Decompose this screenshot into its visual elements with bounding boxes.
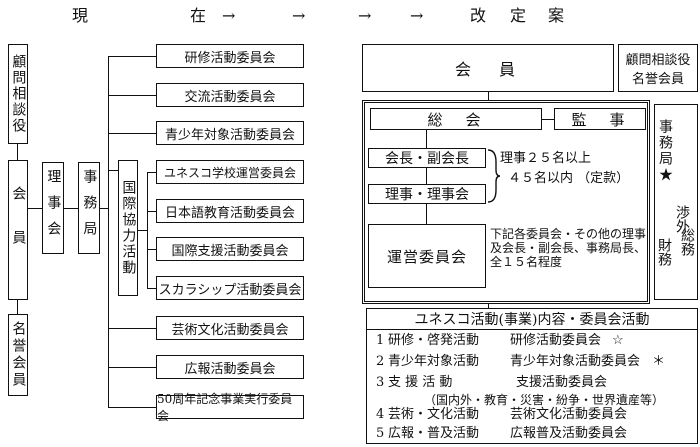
current-advisor-box: 顧問相談役 xyxy=(8,44,28,144)
activity-3-committee: 支援活動委員会 xyxy=(516,375,608,390)
current-committee-2: 青少年対象活動委員会 xyxy=(156,121,304,145)
secretariat-soumu: 総務 xyxy=(679,228,695,256)
board-note-1: 理事２５名以上 xyxy=(500,151,592,166)
activity-2-committee: 青少年対象活動委員会 xyxy=(510,354,641,369)
brace-icon xyxy=(487,149,501,203)
activity-3-no: 3 xyxy=(376,375,385,390)
current-member-box: 会員 xyxy=(8,160,28,300)
current-board-box: 理事会 xyxy=(42,162,64,254)
proposal-general-assembly: 総 会 xyxy=(370,108,542,130)
arrow-2: → xyxy=(292,6,306,25)
current-committee-3: ユネスコ学校運営委員会 xyxy=(156,160,304,184)
steering-note-line-1: 下記各委員会・その他の理事 xyxy=(490,227,647,241)
header-zai: 在 xyxy=(190,6,207,25)
activity-3-name: 支 援 活 動 xyxy=(388,375,453,390)
activity-5-committee: 広報普及活動委員会 xyxy=(510,426,628,441)
current-committee-7: 芸術文化活動委員会 xyxy=(156,316,304,340)
proposal-activities-box: ユネスコ活動(事業)内容・委員会活動 xyxy=(366,308,698,444)
current-advisor-text: 顧問相談役 xyxy=(10,54,27,134)
current-committee-4: 日本語教育活動委員会 xyxy=(156,199,304,223)
activity-5-name: 広報・普及活動 xyxy=(388,426,480,441)
activity-2-mark: ＊ xyxy=(652,354,666,369)
current-committee-1: 交流活動委員会 xyxy=(156,83,304,107)
activity-1-name: 研修・啓発活動 xyxy=(388,333,480,348)
secretariat-zaimu: 財務 xyxy=(656,238,672,266)
proposal-governance-frame xyxy=(362,100,650,304)
header-kai: 改 xyxy=(470,6,487,25)
proposal-honorary-text: 名誉会員 xyxy=(631,72,684,87)
current-secretariat-box: 事務局 xyxy=(78,162,100,254)
header-tei: 定 xyxy=(510,6,527,25)
proposal-auditor: 監 事 xyxy=(554,108,646,130)
activities-title: ユネスコ活動(事業)内容・委員会活動 xyxy=(367,309,697,330)
current-committee-6: スカラシップ活動委員会 xyxy=(156,276,304,300)
activity-5-no: 5 xyxy=(376,426,385,441)
current-honorary-text: 名誉会員 xyxy=(10,321,27,389)
secretariat-sections: 総務 xyxy=(677,228,697,256)
proposal-advisor-text: 顧問相談役 xyxy=(625,53,691,68)
current-committee-5: 国際支援活動委員会 xyxy=(156,237,304,261)
arrow-1: → xyxy=(222,6,236,25)
current-secretariat-text: 事務局 xyxy=(81,169,98,247)
header-an: 案 xyxy=(548,6,565,25)
proposal-board: 理事・理事会 xyxy=(368,184,486,204)
proposal-member-box: 会 員 xyxy=(362,44,614,92)
activity-1-committee: 研修活動委員会 xyxy=(510,333,602,348)
activity-4-name: 芸術・文化活動 xyxy=(388,407,480,422)
activity-3-note: （国内外・教育・災害・紛争・世界遺産等） xyxy=(424,393,665,407)
current-intl-text: 国際協力活動 xyxy=(120,180,137,276)
proposal-secretariat-box: 事務局★ 総務 xyxy=(654,104,698,300)
arrow-4: → xyxy=(410,6,424,25)
proposal-secretariat-text: 事務局★ xyxy=(657,119,673,183)
current-committee-0: 研修活動委員会 xyxy=(156,44,304,68)
current-committee-9: 50周年記念事業実行委員会 xyxy=(156,392,304,423)
board-note-2: ４５名以内 （定款） xyxy=(508,171,630,186)
secretariat-shougai: 渉外 xyxy=(674,205,690,233)
arrow-3: → xyxy=(358,6,372,25)
current-honorary-box: 名誉会員 xyxy=(8,314,28,396)
current-intl-box: 国際協力活動 xyxy=(118,160,138,296)
current-member-text: 会員 xyxy=(10,186,27,274)
steering-note-line-2: 及会長・副会長、事務局長、 xyxy=(490,240,647,255)
proposal-advisor-box: 顧問相談役 名誉会員 xyxy=(618,44,698,92)
current-board-text: 理事会 xyxy=(45,169,62,247)
activity-1-mark: ☆ xyxy=(612,333,624,348)
proposal-steering-committee: 運営委員会 xyxy=(368,224,486,288)
activity-4-no: 4 xyxy=(376,407,385,422)
steering-note-line-3: 全１５名程度 xyxy=(490,254,563,269)
activity-1-no: 1 xyxy=(376,333,385,348)
header-genzai: 現 xyxy=(72,6,89,25)
current-committee-8: 広報活動委員会 xyxy=(156,355,304,379)
activity-4-committee: 芸術文化活動委員会 xyxy=(510,407,628,422)
proposal-president: 会長・副会長 xyxy=(368,148,486,168)
activity-2-name: 青少年対象活動 xyxy=(388,354,480,369)
steering-note: 下記各委員会・その他の理事 及会長・副会長、事務局長、 全１５名程度 xyxy=(490,227,647,269)
activity-2-no: 2 xyxy=(376,354,385,369)
